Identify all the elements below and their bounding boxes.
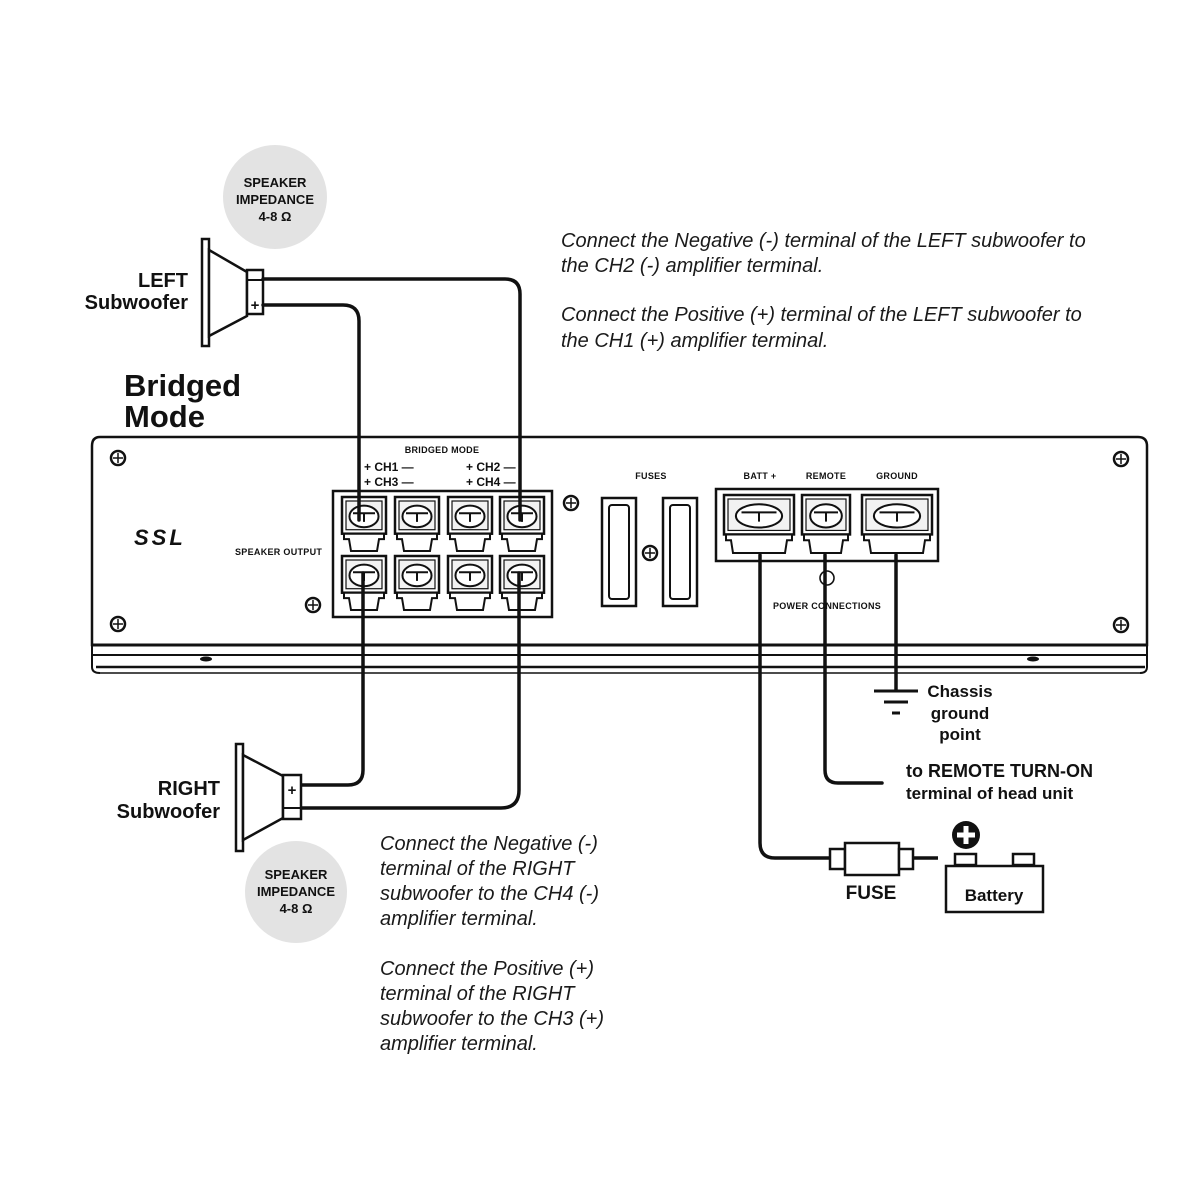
instruction-text: amplifier terminal. (380, 908, 538, 930)
badge-text: IMPEDANCE (257, 884, 335, 899)
screw-icon (1112, 450, 1130, 468)
battery-icon (944, 821, 1045, 914)
speaker-terminal-top-4[interactable] (498, 495, 546, 552)
screw-icon (109, 449, 127, 467)
instruction-text: Connect the Negative (-) terminal of the… (561, 230, 1086, 252)
fuse-label: FUSE (846, 883, 897, 904)
battery-wire (758, 553, 832, 860)
instruction-text: terminal of the RIGHT (380, 983, 576, 1005)
left-negative-wire (261, 277, 522, 522)
impedance-badge-right: SPEAKER IMPEDANCE 4-8 Ω (245, 841, 347, 943)
indicator-led-icon (819, 570, 835, 586)
instruction-text: Connect the Positive (+) terminal of the… (561, 304, 1082, 326)
instruction-text: Connect the Positive (+) (380, 958, 594, 980)
instruction-text: terminal of the RIGHT (380, 858, 576, 880)
speaker-terminal-top-1[interactable] (340, 495, 388, 552)
instruction-text: amplifier terminal. (380, 1033, 538, 1055)
page-title: Bridged (124, 368, 241, 403)
chassis-ground-label: Chassis (927, 682, 992, 701)
right-subwoofer-icon: + (234, 742, 303, 853)
ground-terminal[interactable] (860, 493, 934, 554)
badge-text: 4-8 Ω (280, 901, 313, 916)
remote-label: REMOTE (806, 471, 846, 481)
remote-turn-on-label: to REMOTE TURN-ON (906, 761, 1093, 781)
screw-icon (562, 494, 580, 512)
ch1-label: + CH1 — (364, 460, 414, 474)
right-negative-wire (300, 571, 521, 810)
screw-icon (109, 615, 127, 633)
ground-label: GROUND (876, 471, 918, 481)
instruction-text: Connect the Negative (-) (380, 833, 598, 855)
ch2-label: + CH2 — (466, 460, 516, 474)
badge-text: IMPEDANCE (236, 192, 314, 207)
speaker-terminals (340, 495, 546, 611)
remote-wire (823, 553, 884, 785)
right-instructions: Connect the Negative (-) terminal of the… (380, 833, 604, 1055)
speaker-terminal-top-3[interactable] (446, 495, 494, 552)
speaker-terminal-bottom-3[interactable] (446, 554, 494, 611)
speaker-output-label: SPEAKER OUTPUT (235, 547, 322, 557)
instruction-text: the CH1 (+) amplifier terminal. (561, 330, 828, 352)
power-terminals (722, 493, 934, 554)
bridged-mode-label: BRIDGED MODE (405, 445, 480, 455)
right-positive-wire (300, 571, 365, 787)
chassis-ground-label: point (939, 725, 981, 744)
left-subwoofer-icon: + (200, 237, 265, 348)
brand-logo: SSL (134, 525, 186, 550)
chassis-ground-label: ground (931, 704, 990, 723)
fuses-label: FUSES (635, 471, 667, 481)
left-positive-wire (261, 303, 361, 522)
right-subwoofer-label: RIGHT (158, 778, 220, 800)
fuse-slot[interactable] (661, 496, 699, 608)
plus-terminal-label: + (288, 782, 297, 799)
ch3-label: + CH3 — (364, 475, 414, 489)
plus-terminal-label: + (251, 297, 260, 314)
inline-fuse-icon (828, 841, 915, 877)
badge-text: SPEAKER (244, 175, 307, 190)
ch4-label: + CH4 — (466, 475, 516, 489)
left-subwoofer-label: Subwoofer (85, 292, 189, 314)
instruction-text: subwoofer to the CH4 (-) (380, 883, 599, 905)
instruction-text: the CH2 (-) amplifier terminal. (561, 255, 823, 277)
screw-icon (304, 596, 322, 614)
remote-terminal[interactable] (800, 493, 852, 554)
page-title: Mode (124, 399, 205, 434)
speaker-terminal-bottom-4[interactable] (498, 554, 546, 611)
screw-icon (1112, 616, 1130, 634)
badge-text: 4-8 Ω (259, 209, 292, 224)
impedance-badge-left: SPEAKER IMPEDANCE 4-8 Ω (223, 145, 327, 249)
right-subwoofer-label: Subwoofer (117, 801, 221, 823)
speaker-terminal-bottom-2[interactable] (393, 554, 441, 611)
chassis-ground-icon (874, 689, 918, 715)
badge-text: SPEAKER (265, 867, 328, 882)
fuse-slot[interactable] (600, 496, 638, 608)
speaker-terminal-top-2[interactable] (393, 495, 441, 552)
batt-label: BATT + (744, 471, 777, 481)
batt-terminal[interactable] (722, 493, 796, 554)
battery-label: Battery (965, 886, 1024, 905)
instruction-text: subwoofer to the CH3 (+) (380, 1008, 604, 1030)
remote-turn-on-label: terminal of head unit (906, 784, 1074, 803)
power-connections-label: POWER CONNECTIONS (773, 601, 881, 611)
screw-icon (641, 544, 659, 562)
left-instructions: Connect the Negative (-) terminal of the… (561, 230, 1086, 352)
left-subwoofer-label: LEFT (138, 270, 188, 292)
